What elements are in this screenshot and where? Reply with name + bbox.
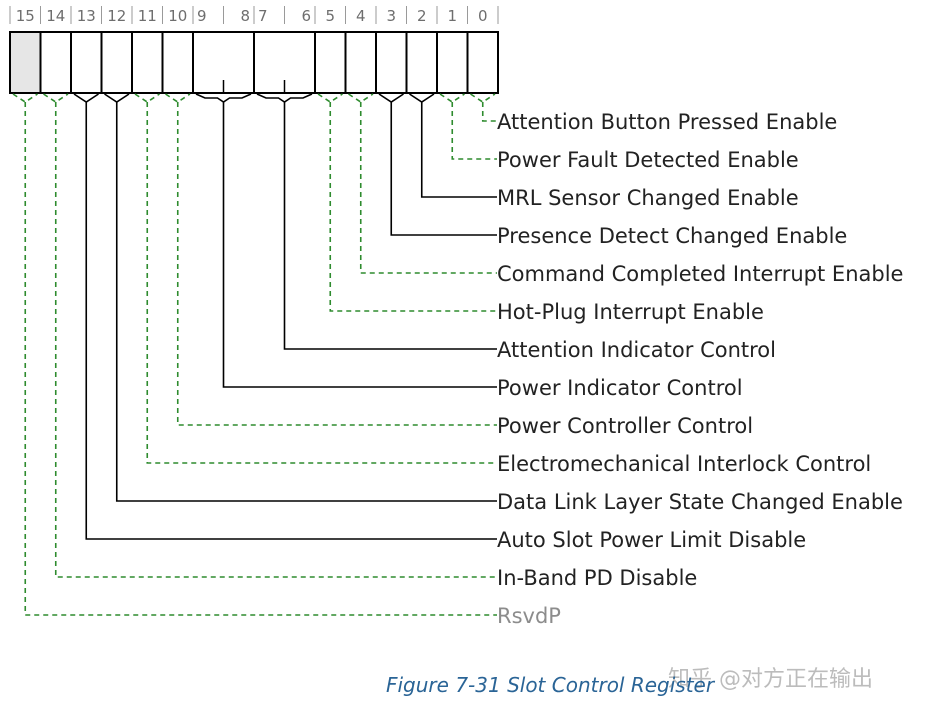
bit-number: 1 [447,7,457,25]
field-bracket [378,93,404,103]
field-bracket [317,93,343,103]
field-bracket [134,93,160,103]
field-leader [222,102,497,388]
bit-number: 14 [46,7,65,25]
bit-number: 0 [478,7,488,25]
field-bracket [348,93,374,103]
field-label: Data Link Layer State Changed Enable [497,490,903,514]
field-cell [314,31,347,94]
bit-number: 13 [77,7,96,25]
field-label: Power Indicator Control [497,376,743,400]
field-label: Power Controller Control [497,414,753,438]
field-leader [481,102,497,122]
field-cell [9,31,42,94]
figure-caption: Figure 7-31 Slot Control Register [386,673,716,697]
field-cell [70,31,103,94]
field-label: Command Completed Interrupt Enable [497,262,903,286]
watermark-text: 知乎 @对方正在输出 [668,667,873,692]
bit-tick-marks [9,6,499,24]
field-bracket [256,93,313,103]
field-leader [176,102,497,426]
field-cell [466,31,499,94]
bit-number: 12 [107,7,126,25]
field-leader-lines [12,93,497,616]
field-bracket [439,93,465,103]
field-cell [161,31,194,94]
field-cell [375,31,408,94]
field-cell [39,31,72,94]
field-label: RsvdP [497,604,561,628]
field-label: Presence Detect Changed Enable [497,224,847,248]
field-cell [405,31,438,94]
bit-number: 10 [168,7,187,25]
bit-number: 2 [417,7,427,25]
field-leader [24,102,497,616]
field-cell [100,31,133,94]
field-bracket [165,93,191,103]
field-label: Hot-Plug Interrupt Enable [497,300,764,324]
field-label: Auto Slot Power Limit Disable [497,528,806,552]
field-label: MRL Sensor Changed Enable [497,186,799,210]
field-cell [344,31,377,94]
bit-number: 11 [138,7,157,25]
bit-number: 3 [386,7,396,25]
field-leader [283,102,497,350]
field-leader [390,102,497,236]
bit-number: 6 [301,7,311,25]
field-bracket [104,93,130,103]
field-leader [115,102,497,502]
field-bracket [409,93,435,103]
register-fields-row [9,31,499,94]
field-cell [131,31,164,94]
field-label: Power Fault Detected Enable [497,148,799,172]
field-leader [54,102,497,578]
field-leader [359,102,497,274]
bit-number: 9 [197,7,207,25]
bit-number: 4 [356,7,366,25]
field-leader [85,102,497,540]
field-label: In-Band PD Disable [497,566,697,590]
field-leader [146,102,497,464]
bit-number: 15 [16,7,35,25]
field-leader [451,102,497,160]
field-label: Electromechanical Interlock Control [497,452,871,476]
field-bracket [195,93,252,103]
field-cell [436,31,469,94]
bit-number: 5 [325,7,335,25]
field-leader [329,102,497,312]
bit-number: 8 [240,7,250,25]
field-leader [420,102,497,198]
field-bracket [12,93,38,103]
field-bracket [73,93,99,103]
field-bracket [43,93,69,103]
field-label: Attention Indicator Control [497,338,776,362]
field-label: Attention Button Pressed Enable [497,110,837,134]
field-bracket [470,93,496,103]
bit-number: 7 [258,7,268,25]
